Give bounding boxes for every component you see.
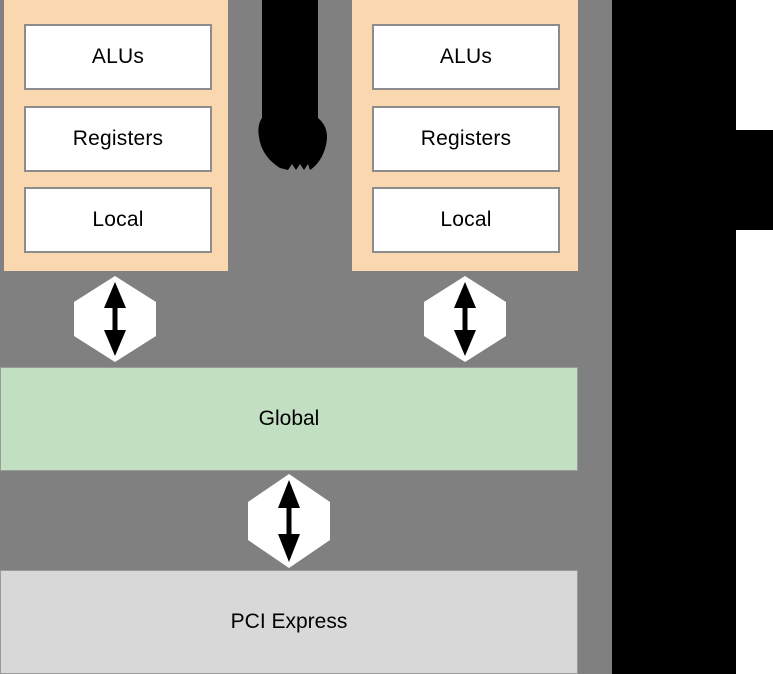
unit-box-alus-right: ALUs [372, 24, 560, 90]
bidirectional-arrow-icon [424, 276, 506, 362]
occlusion-right-notch [716, 412, 736, 425]
memory-bar-pci-express: PCI Express [0, 570, 578, 674]
occlusion-right-lobe [736, 130, 773, 230]
unit-box-registers-left: Registers [24, 106, 212, 172]
unit-box-local-right: Local [372, 187, 560, 253]
unit-box-local-left: Local [24, 187, 212, 253]
bidirectional-arrow-icon [248, 474, 330, 568]
unit-box-registers-right: Registers [372, 106, 560, 172]
black-pointer-artifact [258, 0, 330, 178]
memory-bar-global-label: Global [258, 407, 320, 430]
connector-left-local-to-global [74, 276, 156, 362]
memory-bar-global: Global [0, 367, 578, 471]
compute-block-right: ALUs Registers Local [352, 0, 578, 271]
compute-block-left: ALUs Registers Local [4, 0, 228, 271]
occlusion-main-column [612, 0, 736, 674]
memory-bar-pci-express-label: PCI Express [230, 610, 348, 633]
connector-right-local-to-global [424, 276, 506, 362]
connector-global-to-pcie [248, 474, 330, 568]
unit-box-alus-left: ALUs [24, 24, 212, 90]
bidirectional-arrow-icon [74, 276, 156, 362]
pointer-icon [258, 0, 327, 170]
